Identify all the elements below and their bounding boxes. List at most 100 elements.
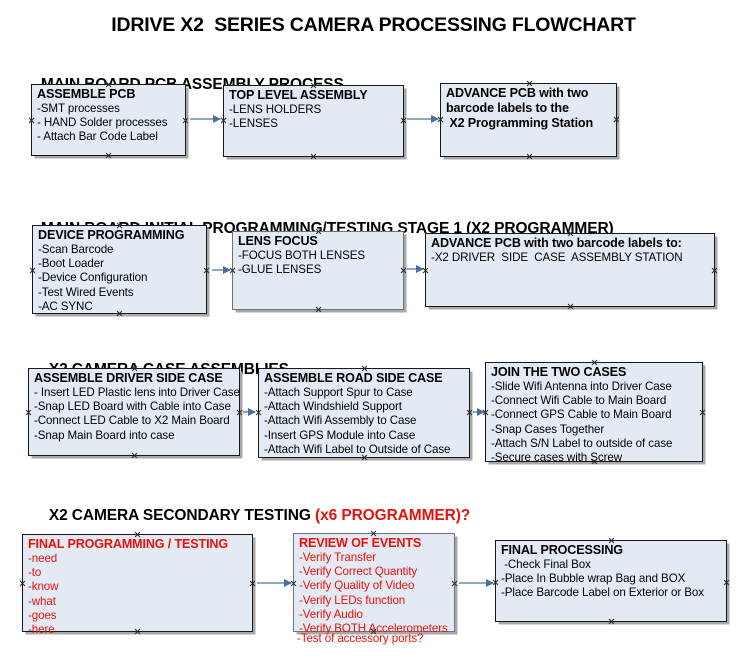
box-line: -Place In Bubble wrap Bag and BOX xyxy=(501,572,686,586)
box-final-programming-testing[interactable]: FINAL PROGRAMMING / TESTING -need -to -k… xyxy=(19,534,256,636)
connector-arrow xyxy=(243,407,256,416)
connection-handle[interactable] xyxy=(315,306,322,313)
section-heading-text: X2 CAMERA SECONDARY TESTING xyxy=(48,507,316,524)
connector-arrow xyxy=(257,578,292,587)
box-line: -AC SYNC xyxy=(38,299,93,313)
box-line: -goes xyxy=(28,608,57,622)
box-header: ASSEMBLE DRIVER SIDE CASE xyxy=(34,371,223,385)
box-advance-pcb-programming-station[interactable]: ADVANCE PCB with two barcode labels to t… xyxy=(440,83,617,157)
box-line: -X2 DRIVER SIDE CASE ASSEMBLY STATION xyxy=(431,251,683,264)
connection-handle[interactable] xyxy=(699,409,706,416)
connection-handle[interactable] xyxy=(711,267,718,274)
connector-arrow xyxy=(459,578,494,587)
box-top-level-assembly[interactable]: TOP LEVEL ASSEMBLY -LENS HOLDERS -LENSES xyxy=(223,85,404,157)
connection-handle[interactable] xyxy=(466,409,473,416)
connection-handle[interactable] xyxy=(29,267,36,274)
box-device-programming[interactable]: DEVICE PROGRAMMING -Scan Barcode -Boot L… xyxy=(32,225,207,314)
connection-handle[interactable] xyxy=(131,452,138,459)
box-line: -Snap Cases Together xyxy=(491,422,605,436)
connection-handle[interactable] xyxy=(723,579,730,586)
connection-handle[interactable] xyxy=(567,303,574,310)
box-line: -Verify Quality of Video xyxy=(299,579,415,593)
box-header: ADVANCE PCB with two barcode labels to: xyxy=(431,236,682,250)
box-lens-focus[interactable]: LENS FOCUS -FOCUS BOTH LENSES -GLUE LENS… xyxy=(232,231,404,310)
connection-handle[interactable] xyxy=(28,117,35,124)
box-line: -GLUE LENSES xyxy=(238,263,322,277)
box-line: -SMT processes xyxy=(37,102,120,115)
box-line: -Test Wired Events xyxy=(38,285,134,299)
connection-handle[interactable] xyxy=(19,580,26,587)
box-header: REVIEW OF EVENTS xyxy=(299,536,422,550)
box-line: -Snap LED Board with Cable into Case xyxy=(34,400,231,414)
box-assemble-road-side-case[interactable]: ASSEMBLE ROAD SIDE CASE -Attach Support … xyxy=(258,368,470,458)
box-line: -Check Final Box xyxy=(501,558,591,571)
box-line: - HAND Solder processes xyxy=(37,116,168,130)
box-line: -Attach Windshield Support xyxy=(264,400,402,414)
box-header: DEVICE PROGRAMMING xyxy=(38,228,185,242)
box-line: -Secure cases with Screw xyxy=(491,451,622,465)
connection-handle[interactable] xyxy=(182,117,189,124)
box-line: -Attach S/N Label to outside of case xyxy=(491,436,673,450)
connection-handle[interactable] xyxy=(451,580,458,587)
box-header: FINAL PROGRAMMING / TESTING xyxy=(28,537,229,551)
box-line: -Scan Barcode xyxy=(38,243,114,256)
section-heading-accent: (x6 PROGRAMMER)? xyxy=(315,507,471,524)
box-advance-pcb-driver-side-station[interactable]: ADVANCE PCB with two barcode labels to: … xyxy=(425,233,715,307)
box-line-overflow: -Test of accessory ports? xyxy=(297,632,424,645)
section-heading-x2-camera-secondary-testing: X2 CAMERA SECONDARY TESTING (x6 PROGRAMM… xyxy=(32,489,470,543)
box-line: -Attach Wifi Label to Outside of Case xyxy=(264,442,451,456)
connection-handle[interactable] xyxy=(236,409,243,416)
box-line: -Connect GPS Cable to Main Board xyxy=(491,408,672,422)
box-header: TOP LEVEL ASSEMBLY xyxy=(229,88,368,102)
box-line: - Attach Bar Code Label xyxy=(37,130,158,144)
box-join-the-two-cases[interactable]: JOIN THE TWO CASES -Slide Wifi Antenna i… xyxy=(485,362,706,465)
box-line: -LENS HOLDERS xyxy=(229,103,322,116)
page-title: IDRIVE X2 SERIES CAMERA PROCESSING FLOWC… xyxy=(111,14,636,36)
connection-handle[interactable] xyxy=(400,267,407,274)
connection-handle[interactable] xyxy=(249,580,256,587)
box-line: -Attach Wifi Assembly to Case xyxy=(264,414,417,428)
connection-handle[interactable] xyxy=(310,153,317,160)
box-header: ADVANCE PCB with two xyxy=(446,86,589,100)
connection-handle[interactable] xyxy=(613,116,620,123)
connection-handle[interactable] xyxy=(608,618,615,625)
box-line: -to xyxy=(28,566,42,580)
box-line: -know xyxy=(28,580,59,594)
box-line: -Verify Audio xyxy=(299,607,363,621)
connection-handle[interactable] xyxy=(220,117,227,124)
box-review-of-events[interactable]: REVIEW OF EVENTS -Verify Transfer -Verif… xyxy=(293,533,458,635)
box-line: -here xyxy=(28,623,55,637)
box-line: - Insert LED Plastic lens into Driver Ca… xyxy=(34,386,240,399)
connection-handle[interactable] xyxy=(25,409,32,416)
box-line: -Verify Transfer xyxy=(299,551,377,564)
box-line: -Insert GPS Module into Case xyxy=(264,428,416,442)
box-line: -Connect Wifi Cable to Main Board xyxy=(491,394,667,408)
box-header: ASSEMBLE ROAD SIDE CASE xyxy=(264,371,443,385)
box-line: -Boot Loader xyxy=(38,257,104,271)
connector-arrow xyxy=(212,265,231,274)
box-line: -Attach Support Spur to Case xyxy=(264,386,413,399)
box-final-processing[interactable]: FINAL PROCESSING -Check Final Box -Place… xyxy=(495,540,727,622)
connection-handle[interactable] xyxy=(400,117,407,124)
connection-handle[interactable] xyxy=(203,267,210,274)
box-line: -LENSES xyxy=(229,117,278,131)
connection-handle[interactable] xyxy=(255,409,262,416)
connection-handle[interactable] xyxy=(526,153,533,160)
box-line: -Slide Wifi Antenna into Driver Case xyxy=(491,380,672,393)
box-header: ASSEMBLE PCB xyxy=(37,87,136,101)
box-header-line3: X2 Programming Station xyxy=(446,116,593,130)
box-header: LENS FOCUS xyxy=(238,234,318,248)
connection-handle[interactable] xyxy=(105,152,112,159)
box-line: -Verify Correct Quantity xyxy=(299,565,418,579)
box-line: -FOCUS BOTH LENSES xyxy=(238,249,366,262)
box-line: -Verify BOTH Accelerometers xyxy=(299,622,448,636)
box-assemble-driver-side-case[interactable]: ASSEMBLE DRIVER SIDE CASE - Insert LED P… xyxy=(28,368,240,456)
box-header-line2: barcode labels to the xyxy=(446,101,569,115)
box-line: -need xyxy=(28,552,58,565)
box-line: -Snap Main Board into case xyxy=(34,428,175,442)
box-line: -Device Configuration xyxy=(38,271,148,285)
box-header: JOIN THE TWO CASES xyxy=(491,365,627,379)
box-line: -Verify LEDs function xyxy=(299,593,406,607)
box-assemble-pcb[interactable]: ASSEMBLE PCB -SMT processes - HAND Solde… xyxy=(31,84,186,156)
